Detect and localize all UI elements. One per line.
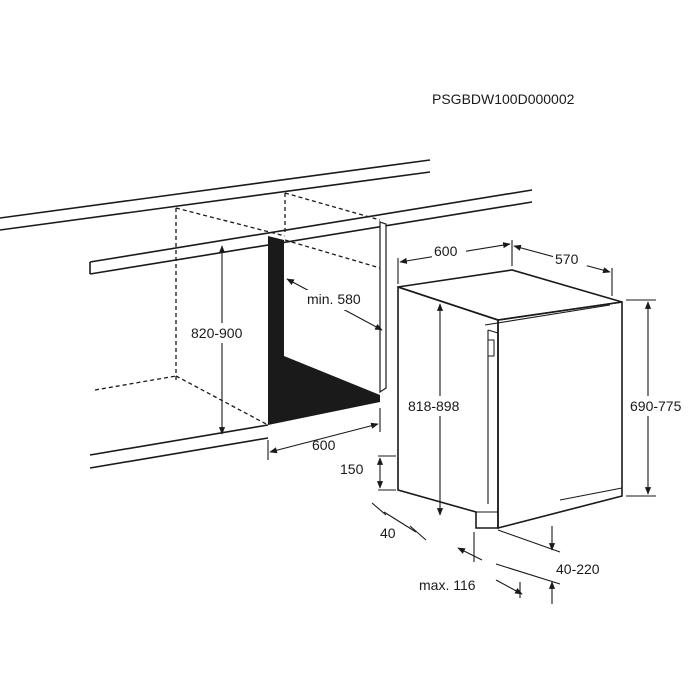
max-depth-dimension bbox=[457, 532, 523, 598]
max-depth-label: max. 116 bbox=[419, 577, 476, 593]
appliance-height-dimension bbox=[406, 303, 476, 516]
cabinet-base bbox=[89, 424, 269, 469]
appliance-depth-dimension bbox=[513, 244, 613, 296]
niche-width-dimension bbox=[267, 408, 381, 460]
plinth-adjust-label: 40-220 bbox=[556, 561, 600, 577]
appliance-width-dimension bbox=[397, 240, 513, 284]
niche-width-label: 600 bbox=[312, 437, 336, 453]
appliance-depth-label: 570 bbox=[555, 251, 579, 267]
appliance-width-label: 600 bbox=[434, 243, 458, 259]
dishwasher-body bbox=[397, 269, 623, 530]
plinth-setback-dimension bbox=[371, 502, 427, 541]
plinth-height-label: 150 bbox=[340, 461, 364, 477]
niche-back-post bbox=[379, 221, 387, 394]
niche-height-label: 820-900 bbox=[191, 325, 243, 341]
niche-side-panel bbox=[268, 236, 380, 425]
appliance-height-label: 818-898 bbox=[408, 398, 460, 414]
plinth-adjust-dimension bbox=[495, 526, 561, 604]
niche-height-dimension bbox=[188, 245, 258, 435]
model-code: PSGBDW100D000002 bbox=[432, 91, 575, 107]
niche-depth-dimension bbox=[286, 278, 383, 331]
door-height-label: 690-775 bbox=[630, 398, 682, 414]
door-height-dimension bbox=[626, 299, 698, 497]
plinth-height-dimension bbox=[376, 455, 396, 491]
niche-depth-label: min. 580 bbox=[307, 291, 361, 307]
plinth-setback-label: 40 bbox=[380, 525, 396, 541]
worktop bbox=[0, 159, 533, 275]
